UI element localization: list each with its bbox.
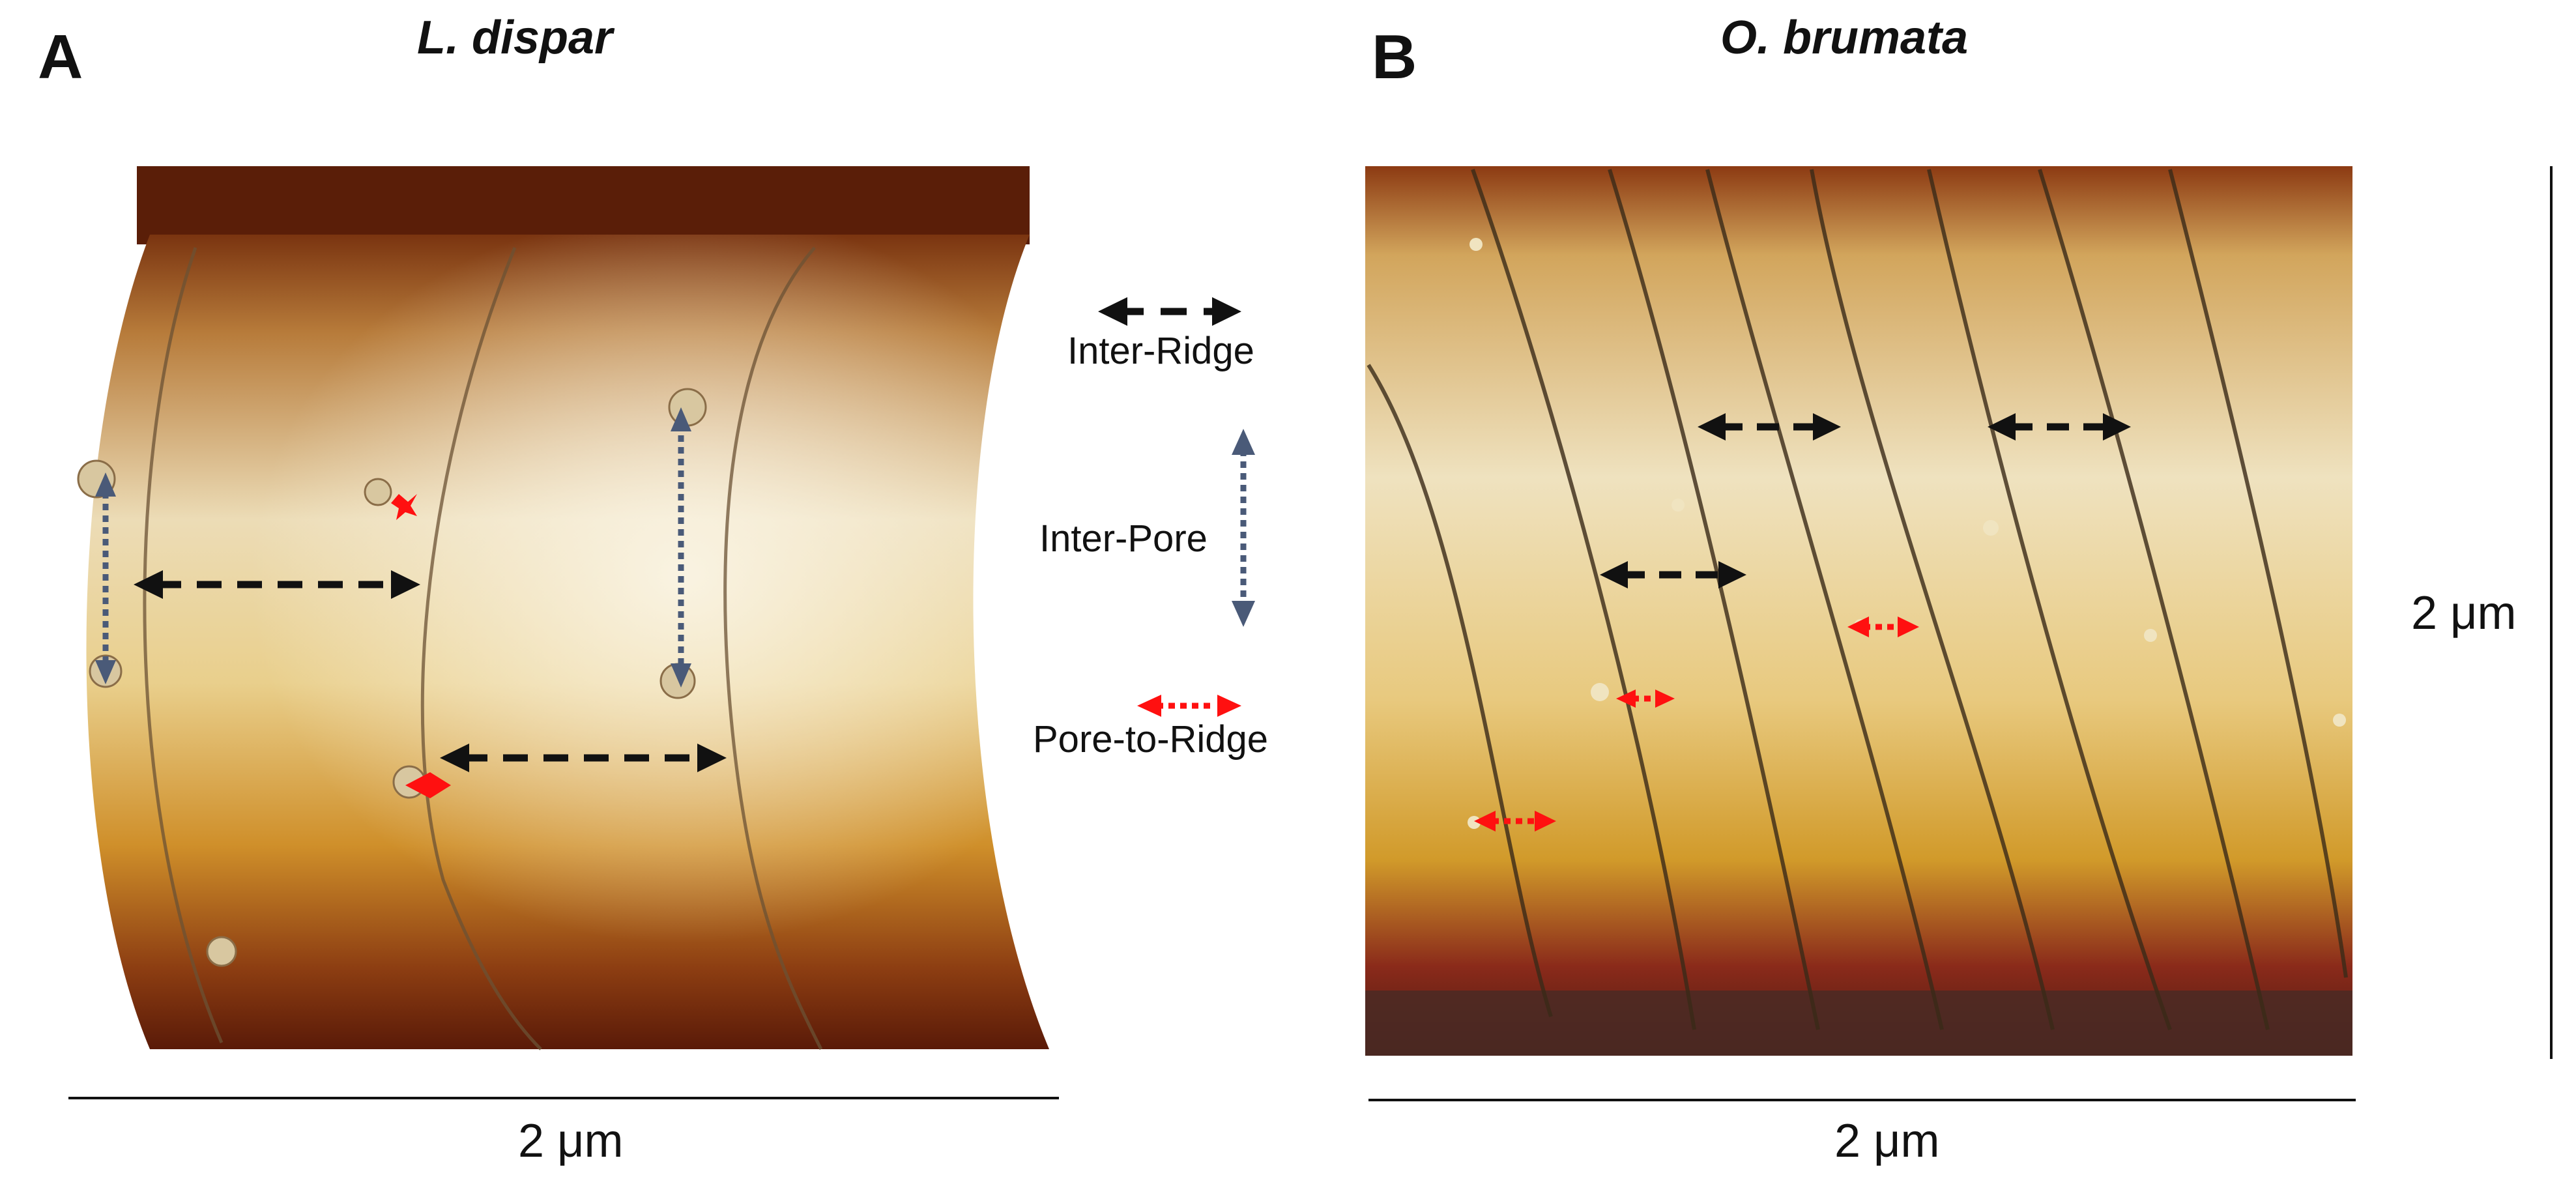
panel-b-scale-label-vertical: 2 μm (2411, 587, 2517, 639)
panel-a-pore-to-ridge-marker (391, 494, 417, 520)
panel-b-inter-ridge-arrows (1623, 423, 2108, 579)
panel-a-scale-label: 2 μm (518, 1115, 624, 1167)
legend-inter-ridge-icon (1098, 297, 1241, 326)
panel-b-afm-image (1365, 166, 2352, 1056)
legend-inter-ridge-label: Inter-Ridge (1067, 330, 1254, 372)
panel-b-scale-label-horizontal: 2 μm (1834, 1115, 1940, 1167)
panel-a-pore-to-ridge-marker-2 (405, 772, 451, 798)
panel-a-top-edge (137, 166, 1030, 244)
legend-inter-pore-icon (1232, 429, 1255, 627)
panel-a-species: L. dispar (417, 12, 613, 64)
legend-inter-pore-label: Inter-Pore (1039, 517, 1208, 560)
panel-b-ridges (1367, 169, 2348, 1030)
panel-a-letter: A (38, 22, 83, 92)
panel-b-letter: B (1372, 22, 1417, 92)
legend-pore-to-ridge-icon (1137, 695, 1241, 717)
panel-a-inter-pore-arrows (102, 424, 684, 668)
panel-b-species: O. brumata (1720, 12, 1969, 64)
legend-pore-to-ridge-label: Pore-to-Ridge (1033, 718, 1269, 761)
panel-b-pore-to-ridge-arrows (1492, 624, 1903, 824)
